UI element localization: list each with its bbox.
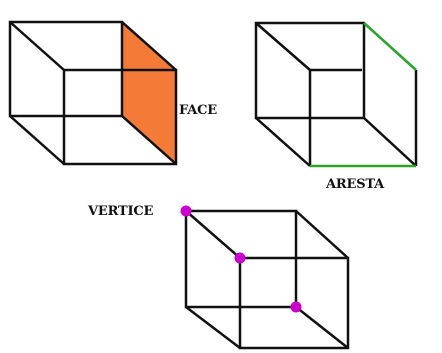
label-vertice: VERTICE xyxy=(87,204,153,219)
highlighted-edge xyxy=(363,22,417,71)
vertex-dot xyxy=(290,301,302,313)
connecting-edge xyxy=(9,115,65,165)
back-square xyxy=(238,256,350,350)
connecting-edge xyxy=(255,117,311,167)
back-square xyxy=(62,68,178,166)
cube-vertex-example xyxy=(180,205,350,350)
label-face: FACE xyxy=(179,103,217,118)
connecting-edge xyxy=(121,115,177,165)
connecting-edge xyxy=(295,210,349,259)
connecting-edge xyxy=(185,210,241,259)
vertex-dot xyxy=(234,252,246,264)
label-aresta: ARESTA xyxy=(325,177,385,192)
connecting-edge xyxy=(121,21,177,71)
connecting-edge xyxy=(255,22,311,71)
cube-face-example xyxy=(8,20,178,166)
cube-edge-example xyxy=(254,21,418,168)
vertex-dot xyxy=(180,205,192,217)
connecting-edge xyxy=(363,117,417,167)
highlighted-face xyxy=(122,22,176,164)
connecting-edge xyxy=(295,306,349,349)
connecting-edge xyxy=(9,21,65,71)
connecting-edge xyxy=(185,306,241,349)
